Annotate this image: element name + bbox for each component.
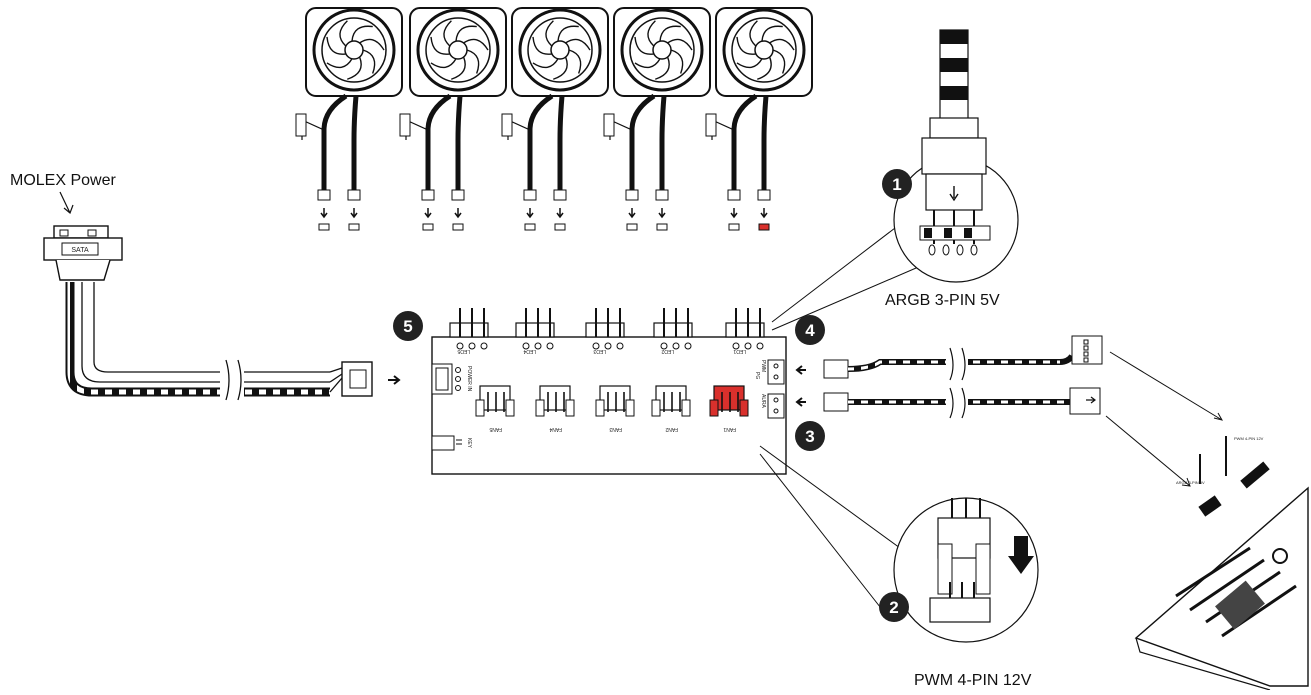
svg-text:4: 4	[805, 321, 815, 340]
fan-header-fan4: FAN4	[535, 385, 575, 432]
fan-row	[295, 7, 813, 231]
led-header-led4: LED4	[515, 308, 555, 354]
key-label: KEY	[466, 438, 472, 449]
fan-header-fan1: FAN1	[709, 385, 749, 432]
fan-icon	[295, 7, 403, 231]
svg-text:ARGB 3-PIN 5V: ARGB 3-PIN 5V	[1176, 480, 1205, 485]
svg-text:LED4: LED4	[523, 348, 536, 354]
pwm-label: PWM 4-PIN 12V	[914, 672, 1032, 689]
pwm-zoom-detail: PWM 4-PIN 12V	[759, 445, 1039, 689]
svg-text:LED1: LED1	[733, 348, 746, 354]
svg-text:LED2: LED2	[661, 348, 674, 354]
molex-plug	[341, 361, 373, 397]
motherboard: ARGB 3-PIN 5V PWM 4-PIN 12V	[1134, 436, 1309, 691]
hub-board: LED5 LED4 LED3 LED2 LED1 FAN5 FAN4 FAN3 FAN2 FAN…	[431, 308, 787, 475]
svg-text:PWM 4-PIN 12V: PWM 4-PIN 12V	[1234, 436, 1264, 441]
fan-icon	[501, 7, 609, 231]
fan-header-fan3: FAN3	[595, 385, 635, 432]
arrow-down-icon	[949, 186, 959, 202]
svg-text:2: 2	[889, 598, 898, 617]
svg-text:LED3: LED3	[593, 348, 606, 354]
argb-label: ARGB 3-PIN 5V	[885, 292, 1000, 309]
svg-text:1: 1	[892, 175, 901, 194]
svg-text:PWM: PWM	[760, 360, 766, 372]
svg-text:LED5: LED5	[457, 348, 470, 354]
arrow-right-icon	[388, 375, 401, 385]
svg-text:FAN5: FAN5	[489, 426, 502, 432]
argb-zoom-detail: ARGB 3-PIN 5V	[771, 29, 1019, 331]
callout-badge-3: 3	[795, 421, 825, 451]
callout-badge-5: 5	[393, 311, 423, 341]
svg-text:FAN2: FAN2	[665, 426, 678, 432]
callout-badge-2: 2	[879, 592, 909, 622]
pwm-port: PWM PG	[754, 359, 785, 385]
power-in-label: POWER IN	[466, 366, 472, 392]
fan-header-fan5: FAN5	[475, 385, 515, 432]
aura-port: AURA	[760, 393, 785, 419]
led-header-led2: LED2	[653, 308, 693, 354]
molex-power-label: MOLEX Power	[10, 172, 116, 189]
led-header-led5: LED5	[449, 308, 489, 354]
svg-text:AURA: AURA	[760, 394, 766, 409]
led-header-led1: LED1	[725, 308, 765, 354]
callout-badge-1: 1	[882, 169, 912, 199]
molex-power-cable: MOLEX Power SATA	[10, 172, 401, 401]
led-header-led3: LED3	[585, 308, 625, 354]
svg-text:FAN3: FAN3	[609, 426, 622, 432]
svg-text:FAN1: FAN1	[723, 426, 736, 432]
fan-icon	[705, 7, 813, 231]
svg-text:PG: PG	[754, 372, 760, 379]
callout-badge-4: 4	[795, 315, 825, 345]
arrow-down-icon	[1008, 556, 1034, 574]
fan-header-fan2: FAN2	[651, 385, 691, 432]
callout-badges: 1 2 3 4 5	[393, 169, 912, 622]
svg-text:3: 3	[805, 427, 814, 446]
svg-text:FAN4: FAN4	[549, 426, 562, 432]
svg-text:5: 5	[403, 317, 412, 336]
fan-icon	[603, 7, 711, 231]
sata-label: SATA	[71, 247, 89, 254]
motherboard-cables	[795, 335, 1224, 487]
pointer-arrow-icon	[59, 191, 74, 215]
fan-icon	[399, 7, 507, 231]
